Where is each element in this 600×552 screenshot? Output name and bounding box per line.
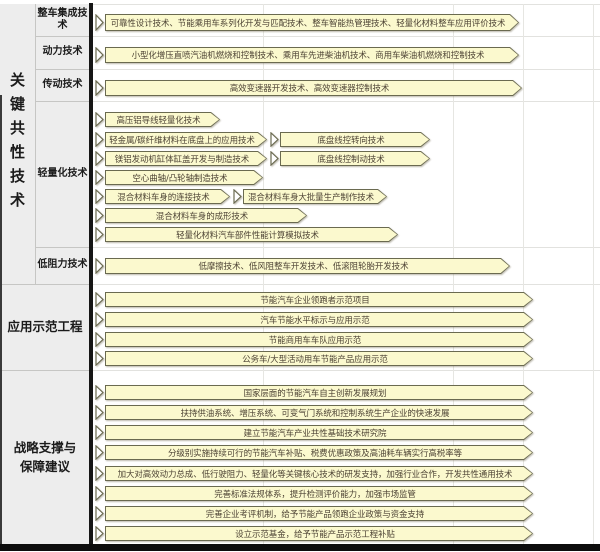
panel-border xyxy=(35,36,90,37)
roadmap-banner: 汽车节能水平标示与应用示范 xyxy=(95,312,533,327)
chevron-icon xyxy=(95,227,104,242)
roadmap-banner: 轻金属/碳纤维材料在底盘上的应用技术 xyxy=(95,132,267,147)
bottom-border xyxy=(0,544,600,551)
subcategory-label-vehicle-integration: 整车集成技术 xyxy=(37,7,88,32)
subcategory-cell-transmission: 传动技术 xyxy=(35,69,90,101)
gridline-horizontal xyxy=(0,69,600,70)
panel-border xyxy=(35,101,90,102)
roadmap-banner: 低摩擦技术、低风阻整车开发技术、低滚阻轮胎开发技术 xyxy=(95,258,510,274)
chevron-icon xyxy=(95,526,104,541)
chevron-icon xyxy=(233,189,242,204)
roadmap-banner: 空心曲轴/凸轮轴制造技术 xyxy=(95,170,263,185)
roadmap-banner: 节能汽车企业领跑者示范项目 xyxy=(95,292,533,307)
gridline-horizontal xyxy=(0,284,600,285)
gridline-horizontal xyxy=(0,36,600,37)
subcategory-cell-low-resistance: 低阻力技术 xyxy=(35,247,90,284)
roadmap-banner: 镁铝发动机缸体缸盖开发与制造技术 xyxy=(95,151,267,166)
label-panel xyxy=(0,4,90,544)
roadmap-banner: 加大对高效动力总成、低行驶阻力、轻量化等关键核心技术的研发支持，加强行业合作，开… xyxy=(95,466,533,481)
chevron-icon xyxy=(95,80,104,96)
roadmap-banner: 完善企业考评机制，给予节能产品领跑企业政策与资金支持 xyxy=(95,506,533,521)
chevron-icon xyxy=(95,292,104,307)
roadmap-banner: 公务车/大型活动用车节能产品应用示范 xyxy=(95,351,533,366)
panel-border xyxy=(0,284,90,285)
section-label-strategy-support: 战略支撑与保障建议 xyxy=(13,439,77,474)
subcategory-label-low-resistance: 低阻力技术 xyxy=(37,259,88,271)
chevron-icon xyxy=(95,170,104,185)
roadmap-banner: 轻量化材料汽车部件性能计算模拟技术 xyxy=(95,227,398,242)
roadmap-banner: 国家层面的节能汽车自主创新发展规划 xyxy=(95,385,533,400)
chevron-icon xyxy=(95,312,104,327)
chevron-icon xyxy=(95,445,104,460)
chevron-icon xyxy=(95,151,104,166)
chevron-icon xyxy=(95,14,104,31)
roadmap-banner: 节能商用车车队应用示范 xyxy=(95,332,533,347)
chevron-icon xyxy=(95,506,104,521)
chevron-icon xyxy=(95,208,104,223)
roadmap-banner: 建立节能汽车产业共性基础技术研究院 xyxy=(95,425,533,440)
chevron-icon xyxy=(95,132,104,147)
panel-border xyxy=(0,370,90,371)
gridline-horizontal xyxy=(0,370,600,371)
panel-border xyxy=(35,4,36,284)
gridline-horizontal xyxy=(0,247,600,248)
panel-border xyxy=(35,247,90,248)
roadmap-banner: 混合材料车身的连接技术 xyxy=(95,189,230,204)
roadmap-banner: 高压铝导线轻量化技术 xyxy=(95,112,220,127)
chevron-icon xyxy=(95,425,104,440)
gridline-vertical xyxy=(593,4,594,544)
roadmap-banner: 设立示范基金，给予节能产品示范工程补贴 xyxy=(95,526,533,541)
roadmap-banner: 混合材料车身的成形技术 xyxy=(95,208,307,223)
chevron-icon xyxy=(95,47,104,63)
chevron-icon xyxy=(95,189,104,204)
chevron-icon xyxy=(270,151,279,166)
section-cell-application-demo: 应用示范工程 xyxy=(0,284,90,370)
chevron-icon xyxy=(95,351,104,366)
gridline-horizontal xyxy=(0,101,600,102)
subcategory-cell-powertrain: 动力技术 xyxy=(35,36,90,69)
chevron-icon xyxy=(95,112,104,127)
subcategory-label-powertrain: 动力技术 xyxy=(42,46,83,58)
chevron-icon xyxy=(95,486,104,501)
roadmap-banner: 混合材料车身大批量生产制作技术 xyxy=(233,189,387,204)
gridline-vertical xyxy=(523,4,524,544)
roadmap-banner: 可靠性设计技术、节能乘用车系列化开发与匹配技术、整车智能热管理技术、轻量化材料整… xyxy=(95,14,519,31)
panel-border xyxy=(35,69,90,70)
chevron-icon xyxy=(95,385,104,400)
subcategory-cell-vehicle-integration: 整车集成技术 xyxy=(35,4,90,36)
section-cell-strategy-support: 战略支撑与保障建议 xyxy=(0,370,90,544)
roadmap-banner: 扶持供油系统、增压系统、可变气门系统和控制系统生产企业的快速发展 xyxy=(95,405,533,420)
subcategory-cell-lightweight: 轻量化技术 xyxy=(35,101,90,247)
roadmap-banner: 小型化增压直喷汽油机燃烧和控制技术、乘用车先进柴油机技术、商用车柴油机燃烧和控制… xyxy=(95,47,519,63)
chevron-icon xyxy=(95,258,104,274)
chevron-icon xyxy=(270,132,279,147)
roadmap-banner: 底盘线控转向技术 xyxy=(270,132,430,147)
section-label-key-common-tech: 关键共性技术 xyxy=(8,72,26,216)
divider-line xyxy=(89,3,93,551)
chevron-icon xyxy=(95,332,104,347)
chevron-icon xyxy=(95,466,104,481)
gridline-vertical xyxy=(453,4,454,544)
left-border xyxy=(0,95,2,544)
section-cell-key-common-tech: 关键共性技术 xyxy=(0,4,35,284)
chevron-icon xyxy=(95,405,104,420)
subcategory-label-transmission: 传动技术 xyxy=(42,78,83,90)
gridline-vertical xyxy=(263,4,264,544)
gridline-horizontal xyxy=(0,4,600,5)
roadmap-banner: 底盘线控制动技术 xyxy=(270,151,430,166)
roadmap-banner: 高效变速器开发技术、高效变速器控制技术 xyxy=(95,80,522,96)
roadmap-banner: 完善标准法规体系，提升检测评价能力，加强市场监管 xyxy=(95,486,533,501)
roadmap-banner: 分级别实施持续可行的节能汽车补贴、税费优惠政策及高油耗车辆实行高税率等 xyxy=(95,445,533,460)
section-label-application-demo: 应用示范工程 xyxy=(7,319,83,335)
subcategory-label-lightweight: 轻量化技术 xyxy=(37,167,88,179)
